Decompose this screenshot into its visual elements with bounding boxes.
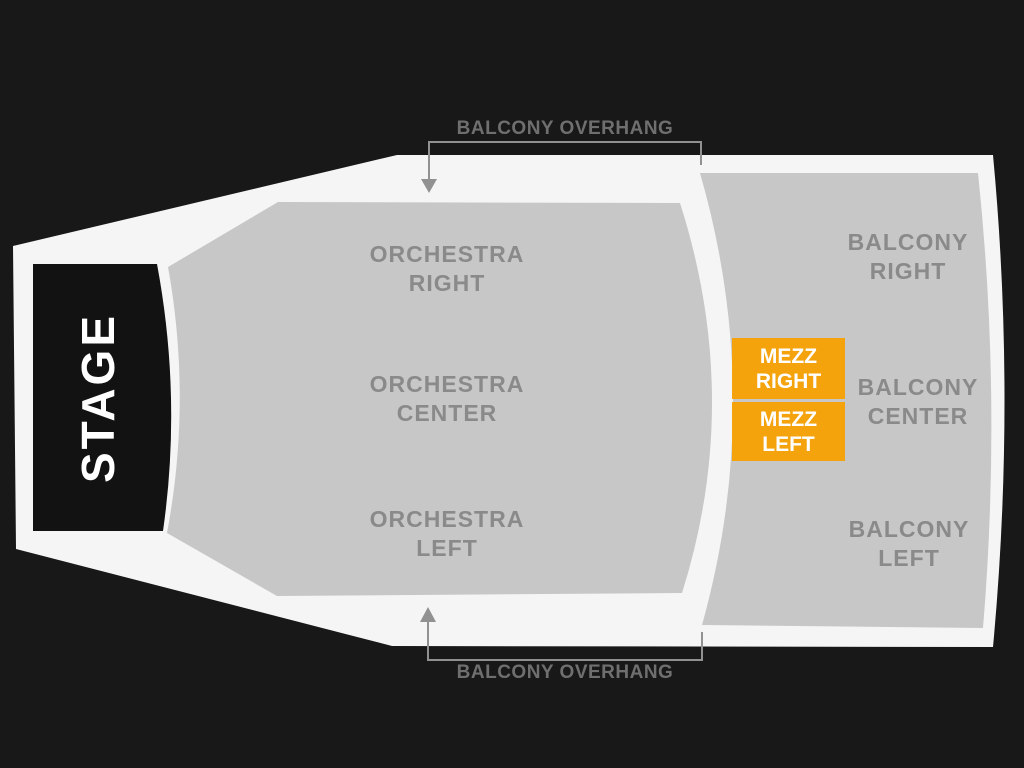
overhang-top-bracket — [428, 141, 702, 180]
section-orchestra-right[interactable]: ORCHESTRA RIGHT — [369, 241, 525, 296]
orchestra-section-shape[interactable] — [167, 202, 713, 596]
section-orchestra-left[interactable]: ORCHESTRA LEFT — [369, 506, 525, 561]
section-orchestra-center[interactable]: ORCHESTRA CENTER — [369, 371, 525, 426]
stage-shape — [33, 264, 172, 531]
section-mezz-right[interactable]: MEZZ RIGHT — [732, 338, 845, 399]
overhang-bottom-bracket — [427, 622, 703, 661]
section-mezz-left[interactable]: MEZZ LEFT — [732, 402, 845, 461]
overhang-bottom-arrow-icon — [420, 607, 436, 622]
balcony-overhang-bottom-label: BALCONY OVERHANG — [456, 662, 674, 683]
balcony-overhang-top-label: BALCONY OVERHANG — [456, 118, 674, 139]
section-balcony-right[interactable]: BALCONY RIGHT — [847, 229, 969, 284]
stage-label: STAGE — [72, 312, 124, 484]
section-balcony-left[interactable]: BALCONY LEFT — [848, 516, 970, 571]
overhang-top-arrow-icon — [421, 179, 437, 193]
balcony-section-shape[interactable] — [700, 173, 992, 628]
section-balcony-center[interactable]: BALCONY CENTER — [857, 374, 979, 429]
